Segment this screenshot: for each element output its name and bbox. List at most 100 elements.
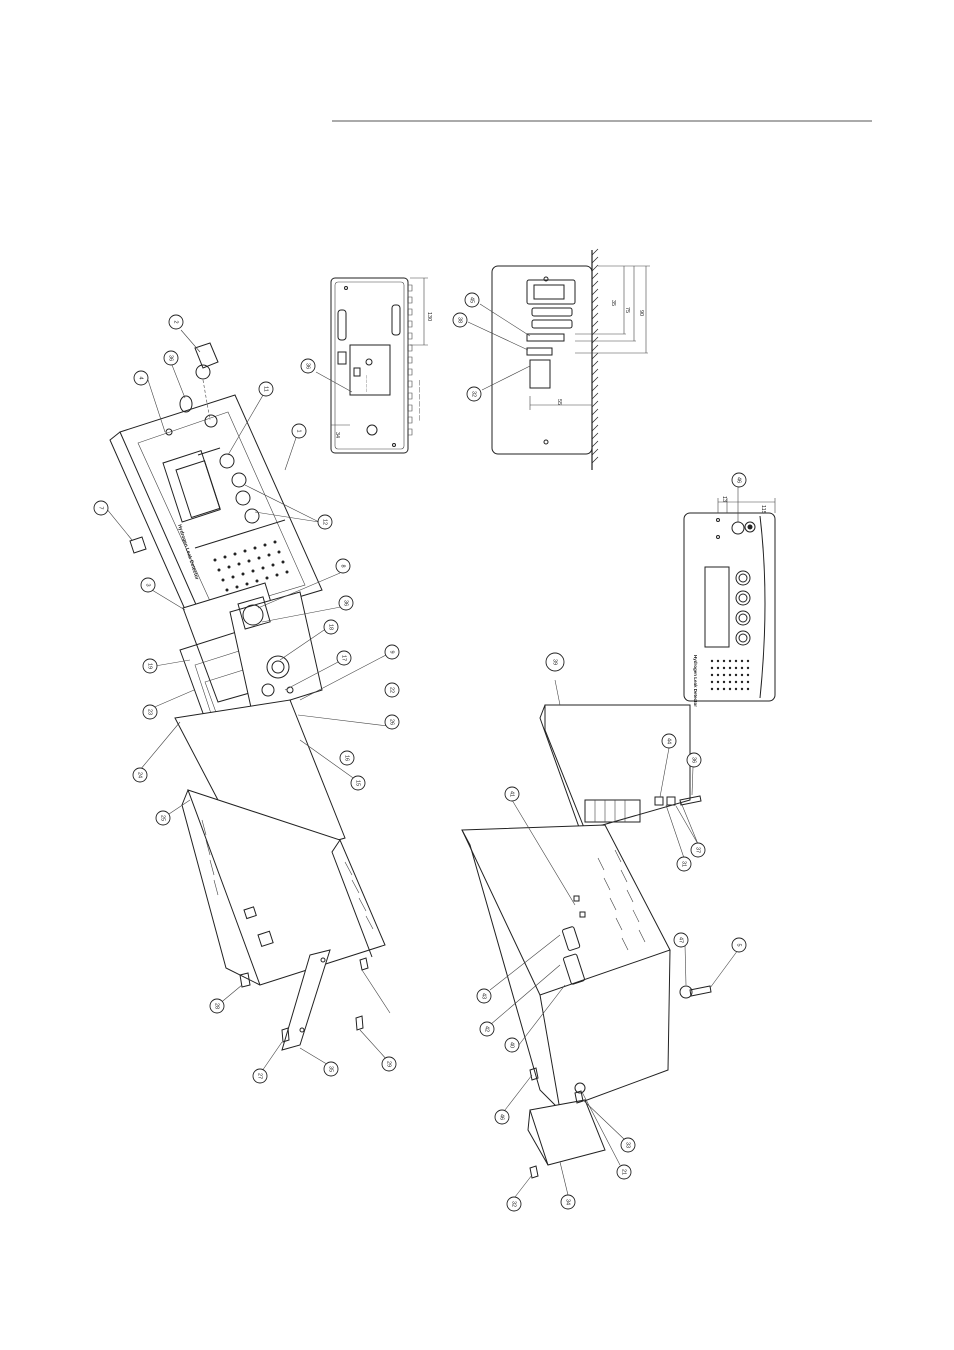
- svg-text:44: 44: [666, 738, 672, 744]
- callout-front-assembly-4: 4: [134, 371, 148, 385]
- callout-front-assembly-35: 35: [324, 1062, 338, 1076]
- callout-rear-connector-plate: 36: [301, 359, 315, 373]
- callout-rear-assembly-37: 37: [691, 843, 705, 857]
- svg-text:17: 17: [341, 655, 347, 661]
- rear-view: — — — — 130 34 — — — — — — 36: [301, 278, 432, 453]
- callout-front-assembly-11: 11: [259, 382, 273, 396]
- svg-text:3: 3: [145, 583, 151, 586]
- callout-front-assembly-22: 22: [385, 683, 399, 697]
- side-dim-depth: 115: [760, 505, 766, 514]
- svg-text:28: 28: [214, 1003, 220, 1009]
- callout-rear-assembly-44: 44: [662, 734, 676, 748]
- svg-text:2: 2: [173, 320, 179, 323]
- callout-front-assembly-18: 18: [324, 620, 338, 634]
- svg-text:9: 9: [389, 650, 395, 653]
- svg-text:29: 29: [386, 1061, 392, 1067]
- callout-rear-assembly-33: 33: [621, 1138, 635, 1152]
- callout-rear-assembly-36: 36: [687, 753, 701, 767]
- svg-text:27: 27: [257, 1073, 263, 1079]
- svg-text:15: 15: [355, 780, 361, 786]
- callout-front-assembly-2: 2: [169, 315, 183, 329]
- svg-text:37: 37: [695, 847, 701, 853]
- svg-text:25: 25: [160, 815, 166, 821]
- callout-rear-assembly-32: 32: [507, 1197, 521, 1211]
- svg-text:18: 18: [328, 624, 334, 630]
- wall-dim-width: 55: [556, 399, 562, 405]
- svg-text:8: 8: [340, 564, 346, 567]
- svg-text:36: 36: [343, 600, 349, 606]
- svg-text:32: 32: [511, 1201, 517, 1207]
- svg-text:23: 23: [147, 709, 153, 715]
- svg-text:11: 11: [263, 386, 269, 392]
- callout-front-assembly-3: 3: [141, 578, 155, 592]
- svg-text:24: 24: [137, 772, 143, 778]
- front-elevation-brand-label: Hydrogen Leak Detector: [693, 655, 698, 707]
- callout-rear-assembly-43: 43: [477, 989, 491, 1003]
- svg-text:16: 16: [344, 755, 350, 761]
- svg-text:42: 42: [484, 1026, 490, 1032]
- svg-text:34: 34: [565, 1199, 571, 1205]
- callout-front-assembly-8: 8: [336, 559, 350, 573]
- callout-rear-assembly-21: 21: [617, 1165, 631, 1179]
- rear-exploded-assembly: 39 44 36 41 31 37 43 42 5 40 47: [462, 653, 746, 1211]
- svg-text:36: 36: [305, 363, 311, 369]
- svg-text:36: 36: [168, 355, 174, 361]
- svg-text:— — — —: — — — —: [364, 375, 368, 392]
- svg-text:19: 19: [147, 663, 153, 669]
- svg-text:45: 45: [469, 297, 475, 303]
- wall-dim-d2: 75: [624, 307, 630, 313]
- wall-dim-d3: 90: [638, 310, 644, 316]
- svg-text:33: 33: [625, 1142, 631, 1148]
- svg-text:22: 22: [389, 687, 395, 693]
- callout-front-assembly-1: 1: [292, 424, 306, 438]
- svg-text:— — — — — —: — — — — — —: [416, 380, 422, 421]
- callout-rear-assembly-46: 46: [495, 1110, 509, 1124]
- callout-rear-assembly-40: 40: [505, 1038, 519, 1052]
- callout-front-assembly-27: 27: [253, 1069, 267, 1083]
- svg-text:41: 41: [509, 791, 515, 797]
- svg-text:38: 38: [457, 317, 463, 323]
- wall-mount-view: 35 75 90 55 45 38 32: [453, 249, 650, 470]
- callout-front-assembly-28: 28: [210, 999, 224, 1013]
- svg-text:26: 26: [389, 719, 395, 725]
- svg-text:39: 39: [552, 659, 558, 665]
- callout-wall-label-mid: 38: [453, 313, 467, 327]
- callout-front-assembly-16: 16: [340, 751, 354, 765]
- callout-rear-assembly-42: 42: [480, 1022, 494, 1036]
- callout-front-assembly-24: 24: [133, 768, 147, 782]
- svg-text:36: 36: [691, 757, 697, 763]
- callout-wall-label-lower: 32: [467, 387, 481, 401]
- callout-front-assembly-9: 9: [385, 645, 399, 659]
- callout-side-gland: 46: [732, 473, 746, 487]
- callout-rear-assembly-47: 47: [674, 933, 688, 947]
- front-elevation-view: Hydrogen Leak Detector 115 13 46: [684, 473, 775, 707]
- svg-text:43: 43: [481, 993, 487, 999]
- callout-rear-assembly-41: 41: [505, 787, 519, 801]
- callout-front-assembly-12: 12: [318, 515, 332, 529]
- wall-dim-d1: 35: [610, 300, 616, 306]
- callout-rear-assembly-5: 5: [732, 938, 746, 952]
- svg-text:4: 4: [138, 376, 144, 379]
- rear-view-offset-dim: 34: [334, 432, 340, 438]
- svg-text:5: 5: [736, 943, 742, 946]
- callout-front-assembly-25: 25: [156, 811, 170, 825]
- callout-rear-assembly-31: 31: [677, 857, 691, 871]
- svg-text:31: 31: [681, 861, 687, 867]
- callout-front-assembly-17: 17: [337, 651, 351, 665]
- svg-text:40: 40: [509, 1042, 515, 1048]
- svg-text:46: 46: [499, 1114, 505, 1120]
- svg-text:47: 47: [678, 937, 684, 943]
- side-dim-small: 13: [721, 496, 727, 502]
- callout-front-assembly-15: 15: [351, 776, 365, 790]
- callout-front-assembly-36: 36: [164, 351, 178, 365]
- callout-front-assembly-23: 23: [143, 705, 157, 719]
- svg-text:7: 7: [98, 506, 104, 509]
- callout-front-assembly-29: 29: [382, 1057, 396, 1071]
- callout-wall-label-upper: 45: [465, 293, 479, 307]
- svg-text:1: 1: [296, 429, 302, 432]
- callout-rear-assembly-39: 39: [546, 653, 564, 671]
- svg-text:21: 21: [621, 1169, 627, 1175]
- callout-rear-assembly-34: 34: [561, 1195, 575, 1209]
- svg-text:12: 12: [322, 519, 328, 525]
